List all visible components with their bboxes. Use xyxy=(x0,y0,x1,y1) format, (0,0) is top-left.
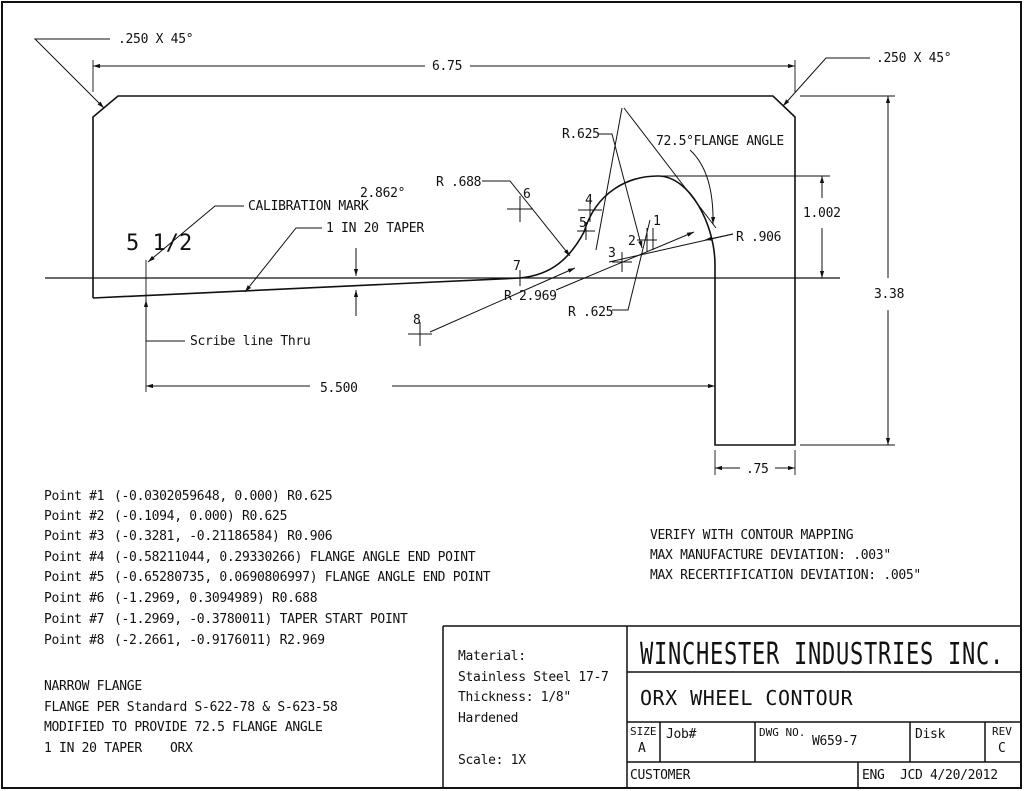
point-label-6: 6 xyxy=(523,187,531,202)
point-label-5: 5 xyxy=(579,216,587,231)
point-row-value: (-1.2969, 0.3094989) R0.688 xyxy=(114,591,317,606)
treatment-value: Hardened xyxy=(458,711,518,726)
title-block xyxy=(442,625,1021,788)
rev-label: REV xyxy=(992,725,1012,738)
point-row-value: (-2.2661, -0.9176011) R2.969 xyxy=(114,633,325,648)
deviation-note: MAX MANUFACTURE DEVIATION: .003" xyxy=(650,548,891,563)
r2969-label: R 2.969 xyxy=(504,289,557,304)
point-row-value: (-0.0302059648, 0.000) R0.625 xyxy=(114,489,332,504)
point-row-label: Point #6 xyxy=(44,591,104,606)
material-label: Material: xyxy=(458,649,526,664)
recert-note: MAX RECERTIFICATION DEVIATION: .005" xyxy=(650,568,921,583)
eng-value: JCD xyxy=(900,768,923,783)
r688-label: R .688 xyxy=(436,175,481,190)
date-value: 4/20/2012 xyxy=(930,768,998,783)
flange-angle-label: 72.5°FLANGE ANGLE xyxy=(656,134,784,149)
rev-value: C xyxy=(998,741,1006,756)
note-line: FLANGE PER Standard S-622-78 & S-623-58 xyxy=(44,700,338,715)
point-label-4: 4 xyxy=(585,193,593,208)
chamfer-right-label: .250 X 45° xyxy=(876,51,951,66)
point-label-1: 1 xyxy=(653,214,661,229)
r906-label: R .906 xyxy=(736,230,781,245)
note-line: 1 IN 20 TAPER xyxy=(44,741,142,756)
eng-label: ENG xyxy=(862,768,885,783)
flange-width-label: .75 xyxy=(746,462,769,477)
size-label: SIZE xyxy=(630,725,657,738)
verify-note: VERIFY WITH CONTOUR MAPPING xyxy=(650,528,854,543)
note-line: MODIFIED TO PROVIDE 72.5 FLANGE ANGLE xyxy=(44,720,323,735)
scribe-note-label: Scribe line Thru xyxy=(190,334,310,349)
point-row-label: Point #2 xyxy=(44,509,104,524)
point-table: Point #1 (-0.0302059648, 0.000) R0.625 P… xyxy=(44,489,491,648)
job-label: Job# xyxy=(666,727,697,742)
point-row-label: Point #1 xyxy=(44,489,104,504)
calibration-value-label: 5 1/2 xyxy=(126,231,192,256)
company-name: WINCHESTER INDUSTRIES INC. xyxy=(640,637,1004,672)
note-line: NARROW FLANGE xyxy=(44,679,142,694)
point-label-3: 3 xyxy=(608,246,616,261)
point-label-2: 2 xyxy=(628,234,636,249)
disk-label: Disk xyxy=(915,727,946,742)
notes-right: VERIFY WITH CONTOUR MAPPING MAX MANUFACT… xyxy=(650,528,921,583)
point-label-8: 8 xyxy=(413,313,421,328)
drawing-title: ORX WHEEL CONTOUR xyxy=(640,686,854,710)
note-line: ORX xyxy=(170,741,193,756)
thickness-value: Thickness: 1/8" xyxy=(458,690,571,705)
point-row-label: Point #3 xyxy=(44,529,104,544)
calibration-mark-label: CALIBRATION MARK xyxy=(248,199,369,214)
point-row-label: Point #5 xyxy=(44,570,104,585)
dwg-value: W659-7 xyxy=(812,734,857,749)
part-outline xyxy=(92,95,796,446)
overall-height-label: 3.38 xyxy=(874,287,904,302)
material-value: Stainless Steel 17-7 xyxy=(458,670,609,685)
dimension-lines xyxy=(33,38,891,471)
point-row-label: Point #7 xyxy=(44,612,104,627)
taper-note-label: 1 IN 20 TAPER xyxy=(326,221,424,236)
notes-left: NARROW FLANGE FLANGE PER Standard S-622-… xyxy=(44,679,338,756)
point-row-label: Point #8 xyxy=(44,633,104,648)
point-row-label: Point #4 xyxy=(44,550,105,565)
point-row-value: (-0.3281, -0.21186584) R0.906 xyxy=(114,529,332,544)
scale-value: Scale: 1X xyxy=(458,753,526,768)
point-row-value: (-1.2969, -0.3780011) TAPER START POINT xyxy=(114,612,408,627)
r625-top-label: R.625 xyxy=(562,127,600,142)
taper-angle-label: 2.862° xyxy=(360,186,405,201)
point-markers xyxy=(408,196,657,346)
point-row-value: (-0.58211044, 0.29330266) FLANGE ANGLE E… xyxy=(114,550,476,565)
overall-width-label: 6.75 xyxy=(432,59,462,74)
dwg-label: DWG NO. xyxy=(759,726,805,739)
customer-label: CUSTOMER xyxy=(630,768,691,783)
taper-length-label: 5.500 xyxy=(320,381,358,396)
chamfer-left-label: .250 X 45° xyxy=(118,32,193,47)
point-row-value: (-0.65280735, 0.0690806997) FLANGE ANGLE… xyxy=(114,570,491,585)
point-row-value: (-0.1094, 0.000) R0.625 xyxy=(114,509,287,524)
flange-height-label: 1.002 xyxy=(803,206,841,221)
size-value: A xyxy=(638,741,646,756)
r625-bottom-label: R .625 xyxy=(568,305,613,320)
point-label-7: 7 xyxy=(513,259,521,274)
